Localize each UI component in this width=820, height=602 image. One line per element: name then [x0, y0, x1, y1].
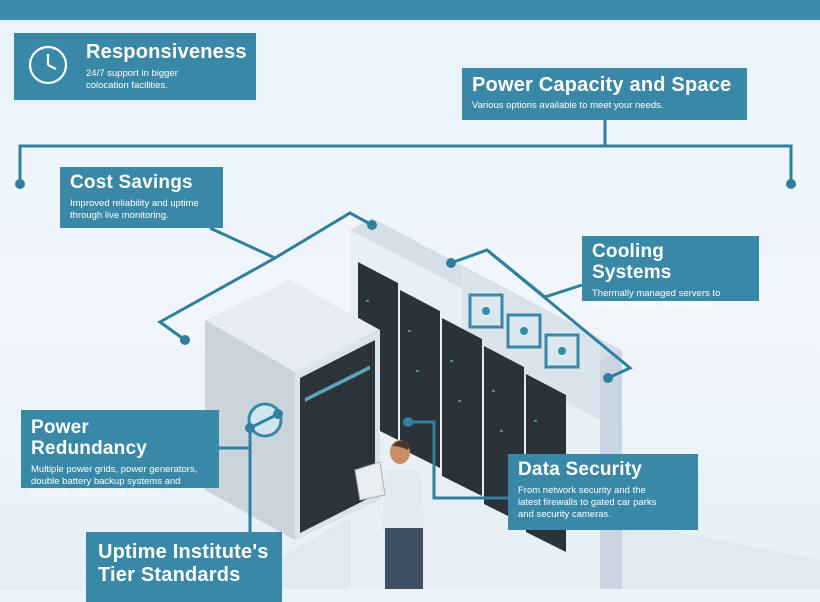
- card-title: Power Capacity and Space: [472, 74, 732, 96]
- card-description: Thermally managed servers to provide opt…: [592, 287, 721, 311]
- card-description: From network security and the latest fir…: [518, 484, 657, 520]
- card-title: Cost Savings: [70, 172, 193, 193]
- responsiveness-card: Responsiveness 24/7 support in bigger co…: [14, 33, 256, 100]
- cost-savings-card: Cost Savings Improved reliability and up…: [60, 167, 223, 228]
- card-description: Multiple power grids, power generators, …: [31, 463, 198, 499]
- power-capacity-card: Power Capacity and Space Various options…: [462, 68, 747, 120]
- main-server-cabinet: [205, 280, 380, 540]
- clock-icon: [28, 45, 68, 85]
- data-center-illustration: [15, 120, 820, 589]
- data-security-card: Data Security From network security and …: [508, 454, 698, 530]
- power-redundancy-card: Power Redundancy Multiple power grids, p…: [21, 410, 219, 499]
- fan-icon: [468, 293, 580, 369]
- card-title: Uptime Institute's Tier Standards: [98, 541, 269, 586]
- card-title: Cooling Systems: [592, 241, 672, 283]
- card-title: Data Security: [518, 459, 643, 480]
- technician-figure: [354, 440, 425, 589]
- card-title: Responsiveness: [86, 41, 247, 63]
- card-title: Power Redundancy: [31, 417, 148, 459]
- uptime-tier-card: Uptime Institute's Tier Standards: [86, 532, 282, 602]
- top-banner-bar: [0, 0, 820, 20]
- card-description: Various options available to meet your n…: [472, 100, 664, 111]
- cooling-systems-card: Cooling Systems Thermally managed server…: [582, 236, 759, 311]
- card-description: Improved reliability and uptime through …: [70, 197, 199, 221]
- card-description: 24/7 support in bigger colocation facili…: [86, 68, 178, 91]
